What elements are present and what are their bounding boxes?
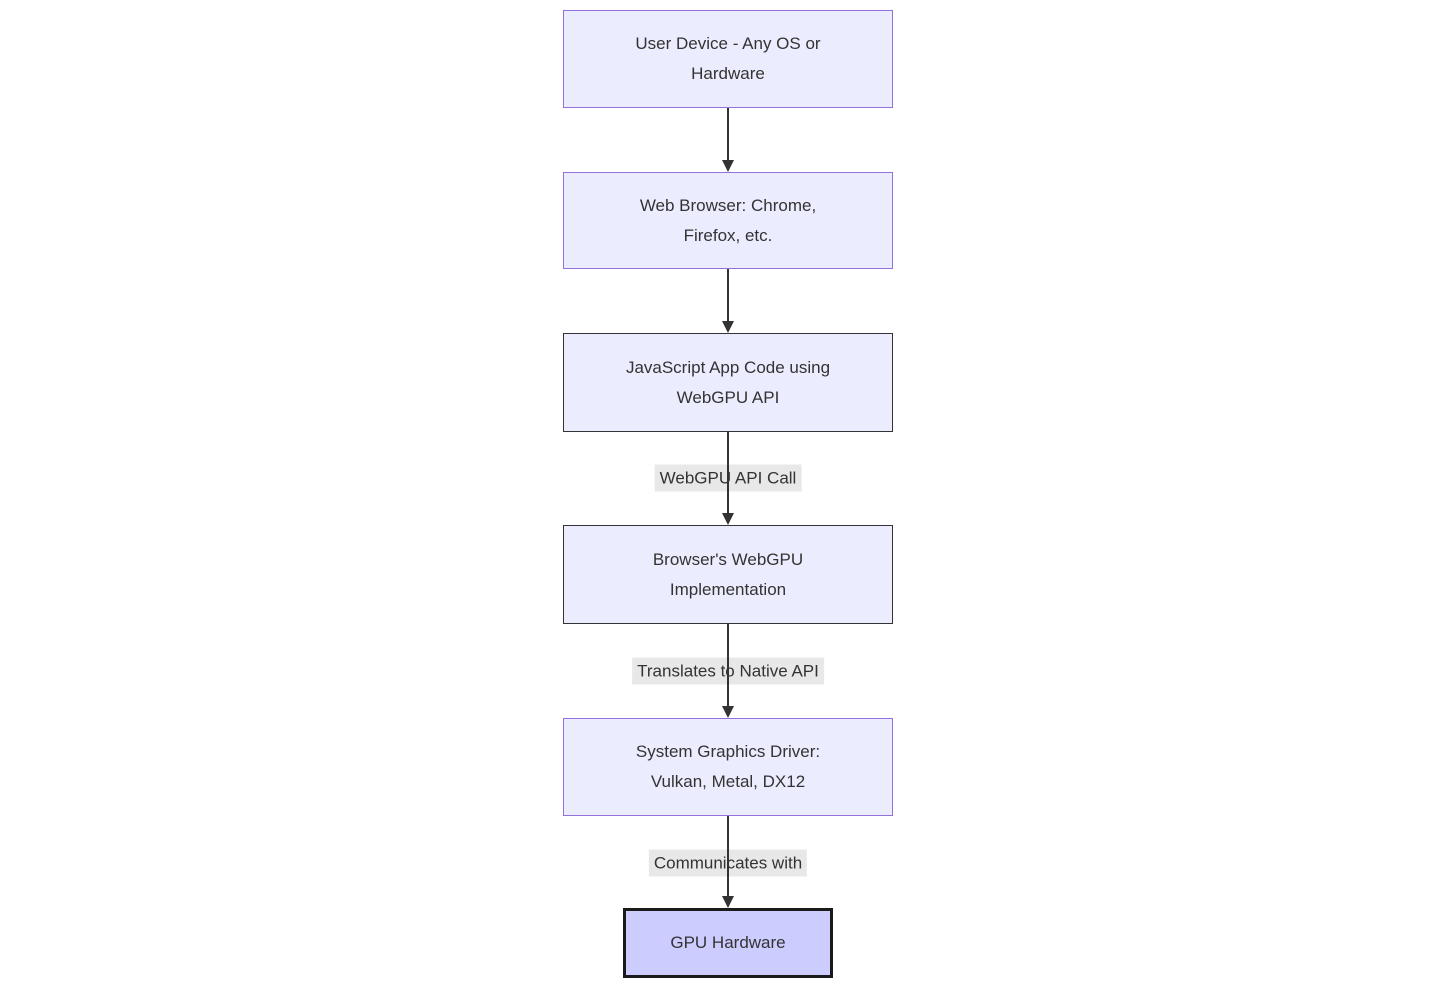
node-browser-webgpu-implementation: Browser's WebGPU Implementation xyxy=(563,525,893,624)
arrowhead-icon xyxy=(722,513,734,525)
node-gpu-hardware: GPU Hardware xyxy=(623,908,833,978)
edge-line-user-device-to-web-browser xyxy=(727,108,729,160)
edge-line-js-app-code-to-browser-webgpu-implementation xyxy=(727,432,729,513)
edge-line-browser-webgpu-implementation-to-system-graphics-driver xyxy=(727,624,729,706)
node-system-graphics-driver: System Graphics Driver: Vulkan, Metal, D… xyxy=(563,718,893,816)
node-js-app-code: JavaScript App Code using WebGPU API xyxy=(563,333,893,432)
node-web-browser: Web Browser: Chrome, Firefox, etc. xyxy=(563,172,893,269)
arrowhead-icon xyxy=(722,706,734,718)
edge-line-web-browser-to-js-app-code xyxy=(727,269,729,321)
node-user-device: User Device - Any OS or Hardware xyxy=(563,10,893,108)
edge-line-system-graphics-driver-to-gpu-hardware xyxy=(727,816,729,896)
arrowhead-icon xyxy=(722,321,734,333)
arrowhead-icon xyxy=(722,896,734,908)
arrowhead-icon xyxy=(722,160,734,172)
